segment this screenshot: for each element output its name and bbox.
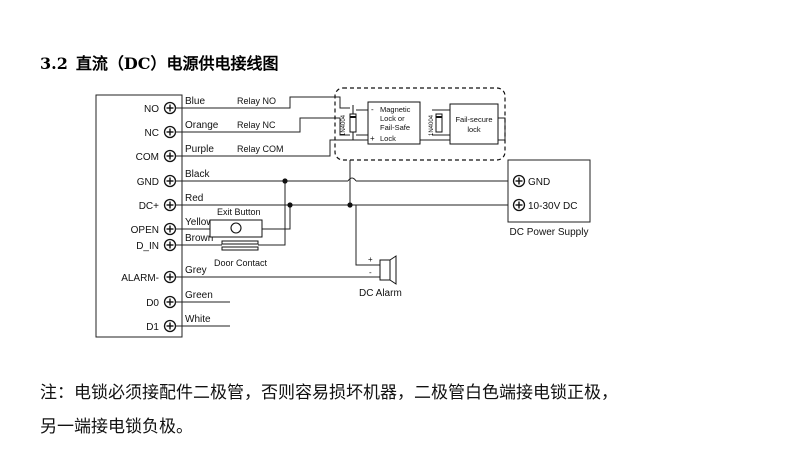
terminal-label-alarm: ALARM- — [121, 273, 159, 284]
wire-color-label-orange: Orange — [185, 120, 219, 131]
terminal-label-gnd: GND — [137, 177, 159, 188]
terminal-label-dc: DC+ — [139, 201, 159, 212]
door-contact-symbol — [221, 240, 259, 251]
wire-color-label-purple: Purple — [185, 144, 214, 155]
magnetic-lock-plus: + — [370, 134, 375, 143]
note: 注：电锁必须接配件二极管，否则容易损坏机器，二极管白色端接电锁正极， 另一端接电… — [40, 376, 618, 444]
terminal-screw-icon — [163, 295, 177, 309]
terminal-label-open: OPEN — [131, 225, 159, 236]
section-number: 3.2 — [40, 54, 68, 73]
power-supply-box — [507, 159, 591, 223]
fail-secure-line-2: lock — [467, 125, 481, 134]
terminal-screw-icon — [163, 238, 177, 252]
section-heading: 3.2 直流（DC）电源供电接线图 — [40, 50, 278, 74]
diode-left-label: 1N4004 — [341, 114, 347, 136]
terminal-screw-icon — [163, 319, 177, 333]
terminal-label-d1: D1 — [146, 322, 159, 333]
terminal-screw-icon — [163, 174, 177, 188]
fail-secure-line-1: Fail-secure — [455, 115, 492, 124]
terminal-screw-icon — [163, 125, 177, 139]
exit-button-symbol — [209, 219, 263, 238]
terminal-screw-icon — [163, 101, 177, 115]
wire-color-label-blue: Blue — [185, 96, 205, 107]
wire-color-label-black: Black — [185, 169, 210, 180]
exit-button-label: Exit Button — [217, 207, 261, 217]
relay-no-label: Relay NO — [237, 96, 276, 106]
alarm-minus: - — [369, 268, 372, 277]
wire-color-label-yellow: Yellow — [185, 217, 214, 228]
wire-color-label-brown: Brown — [185, 233, 213, 244]
note-line-1: 注：电锁必须接配件二极管，否则容易损坏机器，二极管白色端接电锁正极， — [40, 383, 618, 403]
lock-enclosure — [334, 87, 506, 161]
psu-caption: DC Power Supply — [510, 227, 589, 238]
magnetic-lock-line-2: Lock or — [380, 114, 405, 123]
magnetic-lock-line-3: Fail-Safe — [380, 123, 410, 132]
terminal-label-d0: D0 — [146, 298, 159, 309]
terminal-screw-icon — [163, 149, 177, 163]
wire-color-label-white: White — [185, 314, 211, 325]
psu-dc-label: 10-30V DC — [528, 201, 577, 212]
wire-color-label-green: Green — [185, 290, 213, 301]
wire-color-label-red: Red — [185, 193, 203, 204]
terminal-label-nc: NC — [145, 128, 159, 139]
diode-right-label: 1N4004 — [429, 114, 435, 136]
magnetic-lock-line-1: Magnetic — [380, 105, 411, 114]
relay-nc-label: Relay NC — [237, 120, 276, 130]
alarm-label: DC Alarm — [359, 288, 402, 299]
fail-secure-lock-box — [449, 103, 499, 145]
door-contact-label: Door Contact — [214, 258, 268, 268]
relay-com-label: Relay COM — [237, 144, 284, 154]
alarm-symbol — [379, 255, 397, 285]
terminal-label-no: NO — [144, 104, 159, 115]
terminal-screw-icon — [163, 222, 177, 236]
wire-color-label-grey: Grey — [185, 265, 207, 276]
diode-left: 1N4004 — [341, 105, 357, 140]
terminal-screw-icon — [163, 270, 177, 284]
diode-right: 1N4004 — [429, 113, 443, 136]
magnetic-lock-minus: - — [371, 105, 374, 114]
terminal-label-com: COM — [136, 152, 159, 163]
psu-gnd-label: GND — [528, 177, 550, 188]
magnetic-lock-box — [367, 101, 421, 145]
magnetic-lock-line-4: Lock — [380, 134, 396, 143]
terminal-screw-icon — [163, 198, 177, 212]
terminal-label-din: D_IN — [136, 241, 159, 252]
section-title: 直流（DC）电源供电接线图 — [75, 54, 279, 73]
note-line-2: 另一端接电锁负极。 — [40, 417, 193, 437]
alarm-plus: + — [368, 255, 373, 264]
